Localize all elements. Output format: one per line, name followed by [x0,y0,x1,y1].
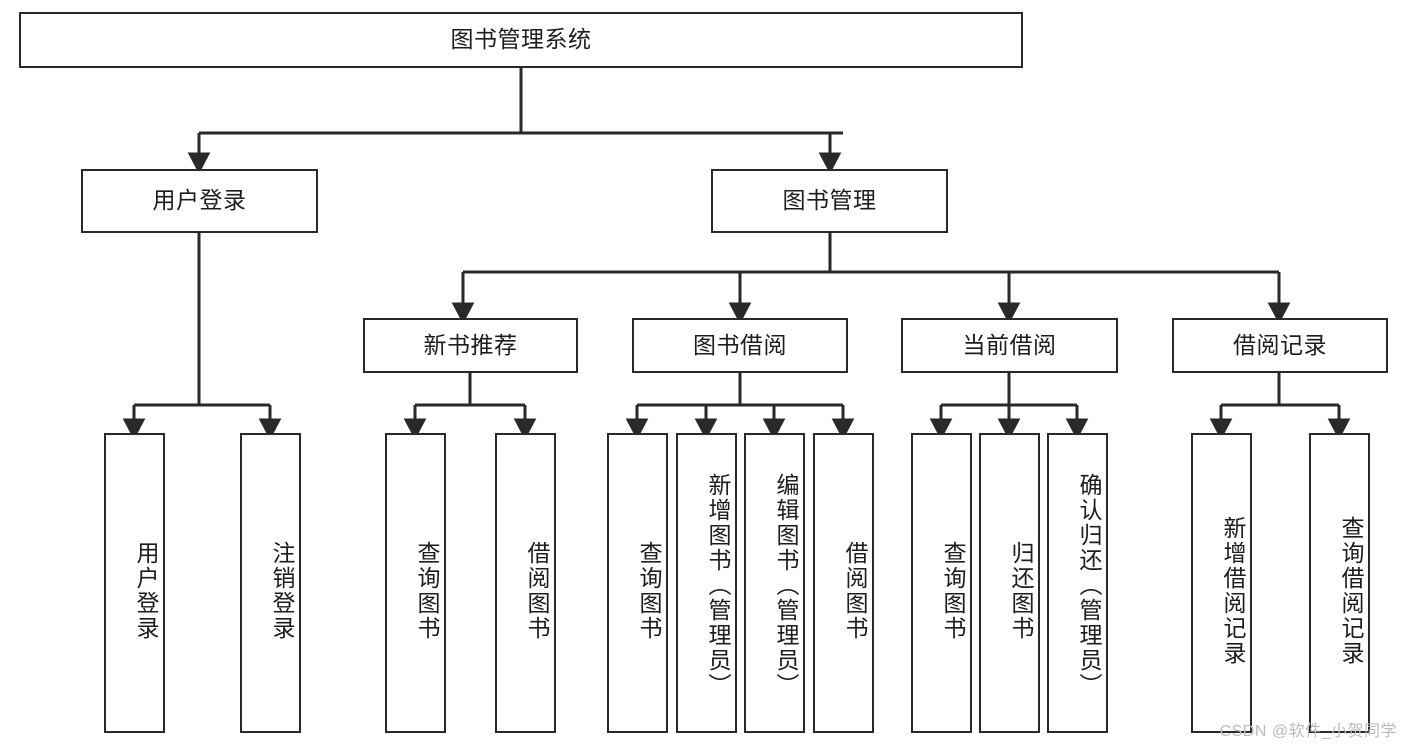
node-leaf-add-record-label: 新增借阅记录 [1220,516,1246,666]
node-leaf-borrow-book-1-label: 借阅图书 [524,541,550,641]
node-user-login-label: 用户登录 [152,187,247,214]
node-user-login[interactable]: 用户登录 [81,169,318,233]
node-leaf-add-book[interactable]: 新增图书（管理员） [676,433,737,733]
node-leaf-user-login[interactable]: 用户登录 [104,433,165,733]
node-leaf-borrow-book-1[interactable]: 借阅图书 [495,433,556,733]
node-leaf-query-book-3-label: 查询图书 [940,541,966,641]
node-leaf-query-book-2[interactable]: 查询图书 [607,433,668,733]
node-leaf-borrow-book-2-label: 借阅图书 [842,541,868,641]
node-leaf-user-login-label: 用户登录 [133,541,159,641]
node-leaf-edit-book-label: 编辑图书（管理员） [773,472,799,698]
node-leaf-query-book-2-label: 查询图书 [636,541,662,641]
node-borrow-record[interactable]: 借阅记录 [1172,318,1388,373]
node-root-label: 图书管理系统 [450,26,592,53]
node-leaf-return-book[interactable]: 归还图书 [979,433,1040,733]
node-book-borrow-label: 图书借阅 [693,331,787,358]
node-leaf-confirm-return[interactable]: 确认归还（管理员） [1047,433,1108,733]
node-current-borrow-label: 当前借阅 [962,331,1057,358]
node-new-book-rec-label: 新书推荐 [423,331,518,358]
node-leaf-confirm-return-label: 确认归还（管理员） [1076,472,1102,698]
node-leaf-query-book-1-label: 查询图书 [414,541,440,641]
node-root[interactable]: 图书管理系统 [19,12,1023,68]
node-new-book-rec[interactable]: 新书推荐 [363,318,578,373]
node-leaf-add-book-label: 新增图书（管理员） [705,472,731,698]
node-leaf-return-book-label: 归还图书 [1008,541,1034,641]
node-leaf-edit-book[interactable]: 编辑图书（管理员） [744,433,805,733]
node-book-borrow[interactable]: 图书借阅 [632,318,848,373]
node-leaf-query-record[interactable]: 查询借阅记录 [1309,433,1370,733]
node-leaf-query-book-1[interactable]: 查询图书 [385,433,446,733]
node-book-manage[interactable]: 图书管理 [711,169,948,233]
node-leaf-query-record-label: 查询借阅记录 [1338,516,1364,666]
node-leaf-query-book-3[interactable]: 查询图书 [911,433,972,733]
node-current-borrow[interactable]: 当前借阅 [901,318,1118,373]
node-leaf-logout-label: 注销登录 [269,541,295,641]
node-borrow-record-label: 借阅记录 [1233,331,1327,358]
node-leaf-logout[interactable]: 注销登录 [240,433,301,733]
node-leaf-add-record[interactable]: 新增借阅记录 [1191,433,1252,733]
node-leaf-borrow-book-2[interactable]: 借阅图书 [813,433,874,733]
node-book-manage-label: 图书管理 [782,187,877,214]
